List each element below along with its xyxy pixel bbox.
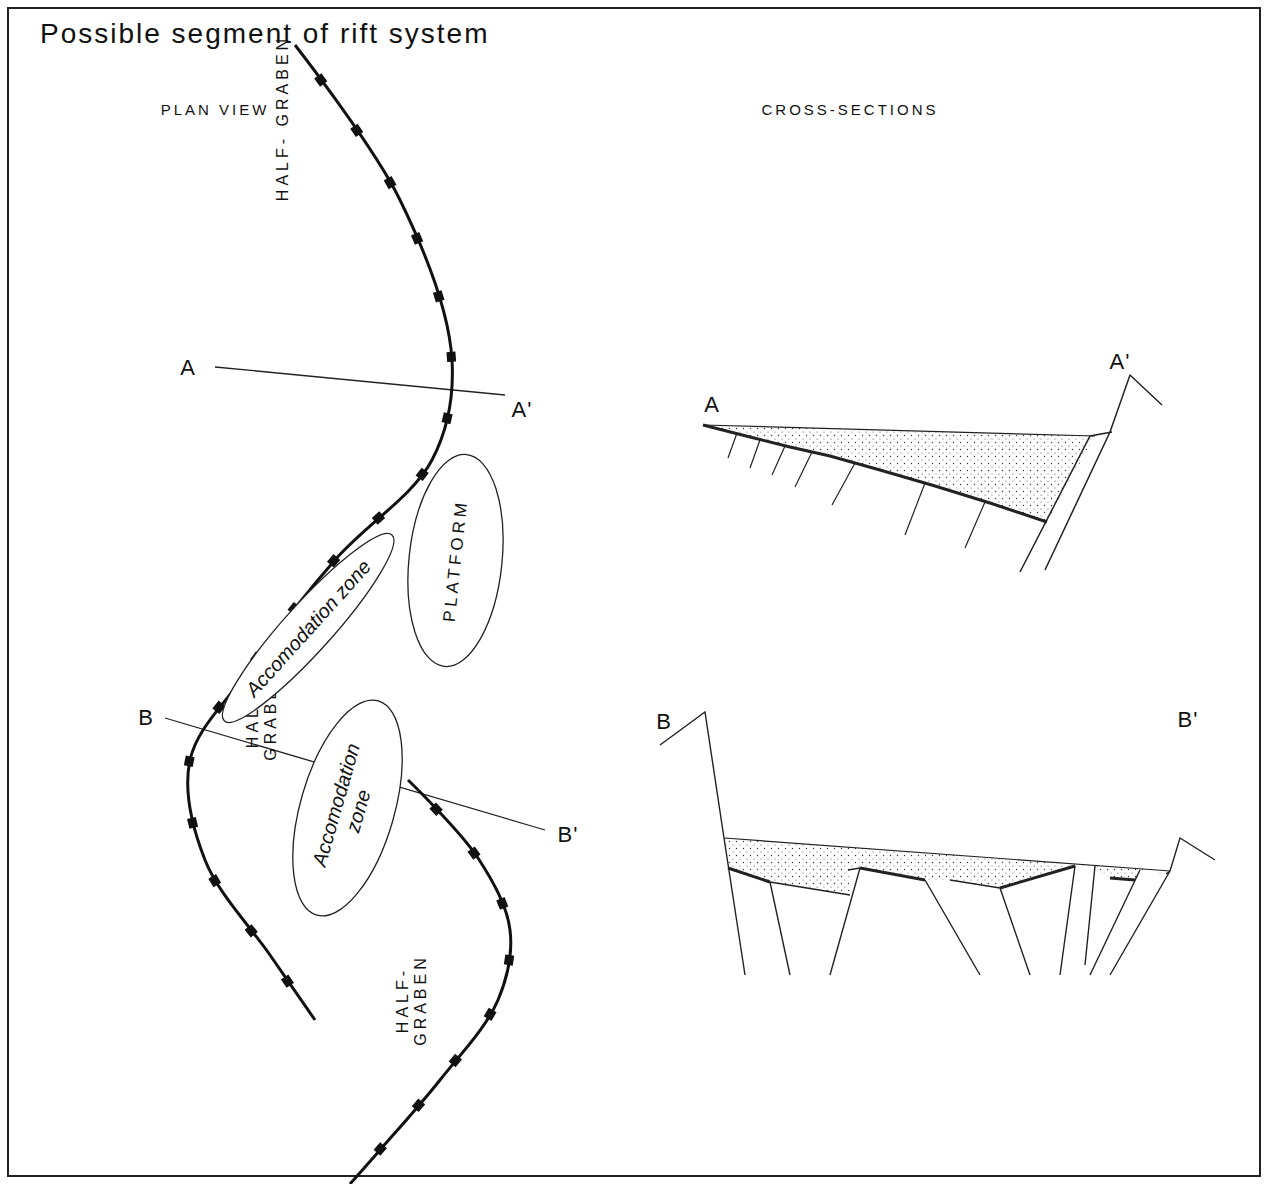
fault-tick — [350, 124, 363, 137]
title: Possible segment of rift system — [40, 18, 489, 50]
section-end-label: A' — [1110, 349, 1131, 374]
fault-tick — [314, 73, 327, 86]
region-label: HALF- GRABEN — [274, 35, 292, 201]
cross-section-b — [660, 712, 1215, 975]
fault-tick — [245, 924, 258, 937]
section-end-label: A — [704, 392, 720, 417]
fault-tick — [442, 412, 453, 424]
fault-tick — [496, 897, 508, 910]
fault-tick — [449, 1054, 462, 1067]
panel-heading: CROSS-SECTIONS — [761, 101, 938, 118]
ellipse-shape — [271, 688, 423, 928]
fault-tick — [372, 511, 385, 524]
accommodation-zone-ellipse: Accomodation zone — [270, 687, 424, 930]
fault-tick — [187, 817, 198, 829]
platform-ellipse: PLATFORM — [397, 448, 514, 672]
fault-tick — [281, 974, 294, 987]
section-end-label: B — [138, 705, 154, 730]
fault-tick — [484, 1008, 497, 1021]
fault-tick — [412, 1099, 425, 1112]
fault-tick — [504, 954, 514, 965]
frame — [8, 8, 1260, 1176]
section-line — [215, 367, 505, 395]
fault-tick — [384, 176, 397, 189]
ellipse-shape — [398, 449, 513, 671]
section-end-label: A' — [512, 397, 533, 422]
section-end-label: B' — [1178, 707, 1199, 732]
fault-tick — [433, 290, 445, 302]
fault-tick — [411, 232, 423, 245]
panel-heading: PLAN VIEW — [161, 101, 270, 118]
fault-tick — [429, 803, 442, 816]
fault-tick — [467, 846, 480, 859]
section-end-label: B' — [558, 822, 579, 847]
cross-section-a — [703, 375, 1162, 572]
fault-tick — [416, 468, 429, 481]
section-end-label: A — [180, 355, 196, 380]
fault-tick — [184, 755, 195, 767]
fault-tick — [446, 351, 456, 362]
fault-tick — [208, 874, 221, 887]
section-end-label: B — [656, 709, 672, 734]
region-label: HALF- GRABEN — [394, 945, 431, 1055]
fault-tick — [374, 1142, 387, 1155]
zone-label: Accomodation zone — [241, 555, 376, 701]
